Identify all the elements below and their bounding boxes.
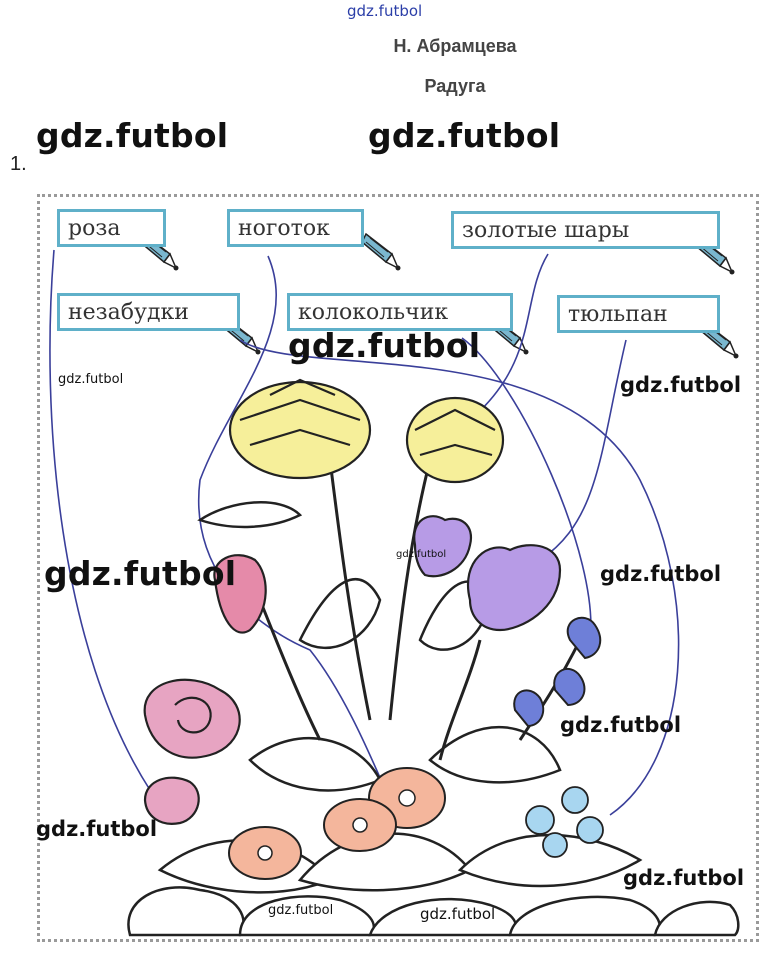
chrysanthemum bbox=[405, 396, 505, 484]
rose-bud bbox=[213, 554, 267, 634]
chrysanthemum bbox=[228, 378, 372, 480]
label-golden-balls: золотые шары bbox=[451, 211, 720, 249]
watermark: gdz.futbol bbox=[58, 372, 124, 387]
pencil-icon bbox=[361, 233, 402, 272]
forget-me-not bbox=[525, 786, 604, 858]
tulip bbox=[413, 515, 473, 578]
watermark: gdz.futbol bbox=[600, 562, 722, 586]
book-title: Радуга bbox=[424, 76, 486, 96]
watermark: gdz.futbol bbox=[268, 903, 334, 918]
label-rose: роза bbox=[57, 209, 166, 247]
task-number: 1. bbox=[10, 153, 27, 175]
tulip bbox=[467, 544, 562, 632]
watermark: gdz.futbol bbox=[36, 817, 158, 841]
label-tulip: тюльпан bbox=[557, 295, 720, 333]
bellflower bbox=[513, 616, 602, 728]
watermark: gdz.futbol bbox=[368, 116, 561, 155]
label-bellflower: колокольчик bbox=[287, 293, 513, 331]
leaves bbox=[157, 501, 643, 894]
watermark: gdz.futbol bbox=[288, 326, 481, 365]
watermark: gdz.futbol bbox=[420, 905, 496, 923]
connector-lines bbox=[49, 249, 680, 816]
watermark: gdz.futbol bbox=[560, 713, 682, 737]
label-forget-me-not: незабудки bbox=[57, 293, 240, 331]
watermark: gdz.futbol bbox=[44, 554, 237, 593]
exercise-frame bbox=[37, 194, 759, 942]
rose bbox=[143, 776, 200, 825]
watermark: gdz.futbol bbox=[396, 549, 447, 560]
rose bbox=[143, 678, 241, 759]
watermark-top: gdz.futbol bbox=[347, 2, 423, 20]
author: Н. Абрамцева bbox=[393, 36, 517, 56]
watermark: gdz.futbol bbox=[623, 866, 745, 890]
watermark: gdz.futbol bbox=[36, 116, 229, 155]
label-calendula: ноготок bbox=[227, 209, 364, 247]
stones bbox=[127, 886, 740, 937]
stems bbox=[258, 459, 582, 761]
watermark: gdz.futbol bbox=[620, 373, 742, 397]
